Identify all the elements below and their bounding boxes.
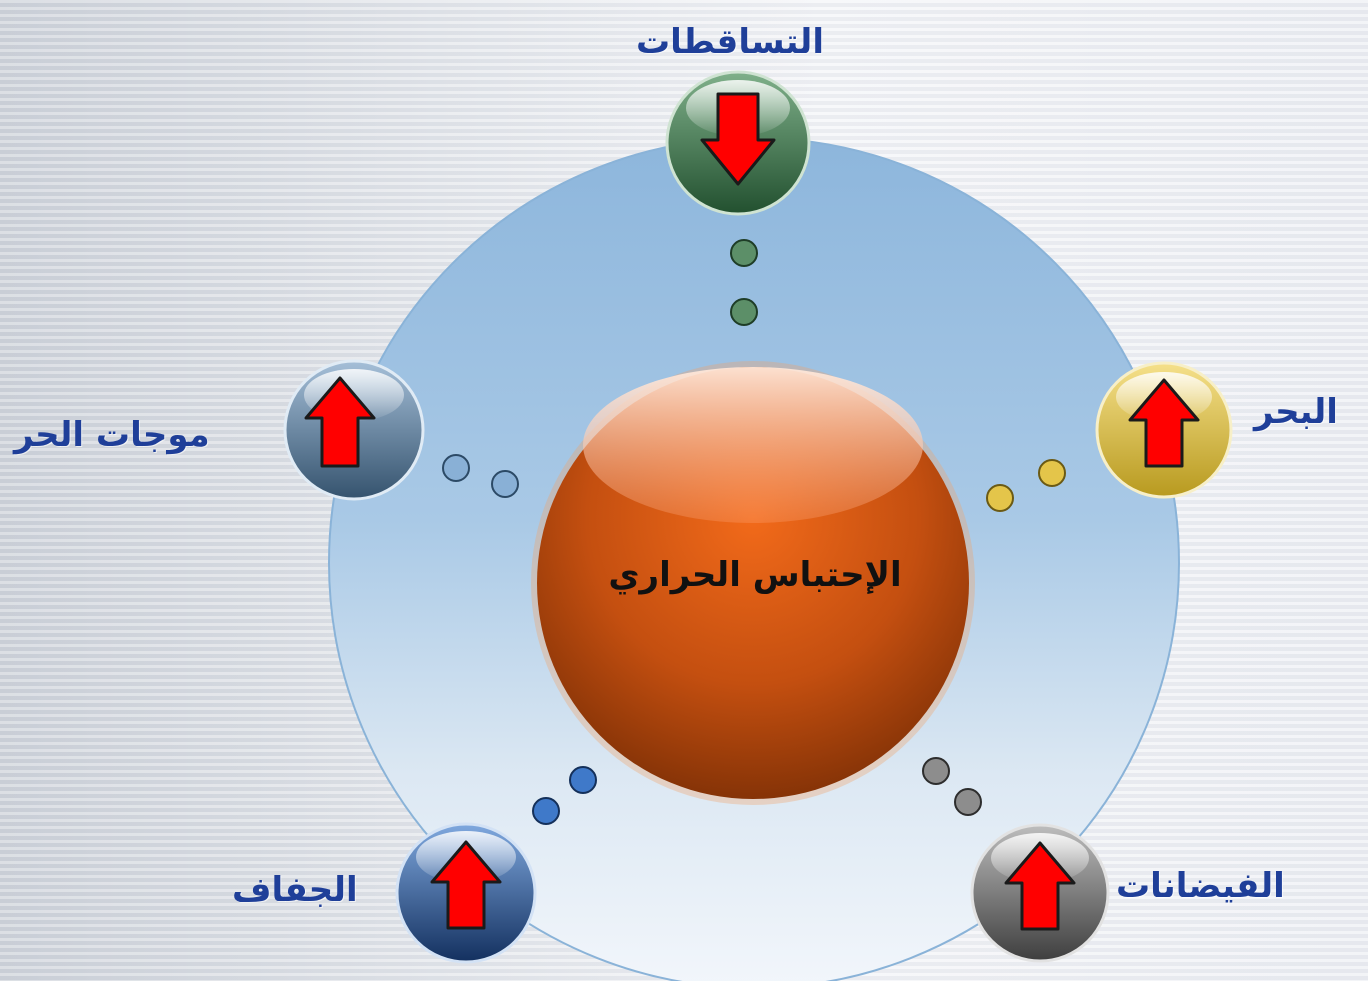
label-precipitation: التساقطات — [636, 22, 824, 62]
connector-dots-sea — [986, 459, 1066, 512]
label-drought: الجفاف — [232, 870, 358, 910]
arrow-up-icon — [430, 840, 502, 930]
label-heatwaves: موجات الحر — [14, 415, 210, 455]
arrow-up-icon — [304, 376, 376, 468]
label-sea: البحر — [1254, 392, 1338, 432]
connector-dots-precipitation — [730, 239, 758, 326]
label-floods: الفيضانات — [1116, 866, 1285, 906]
arrow-down-icon — [700, 92, 776, 186]
node-heatwaves[interactable] — [283, 359, 425, 501]
arrow-up-icon — [1128, 378, 1200, 468]
connector-dots-floods — [922, 757, 982, 816]
node-drought[interactable] — [395, 822, 537, 964]
connector-dots-heatwaves — [442, 454, 519, 498]
connector-dots-drought — [532, 766, 597, 825]
arrow-up-icon — [1004, 841, 1076, 931]
node-sea[interactable] — [1095, 361, 1233, 499]
core-label: الإحتباس الحراري — [608, 555, 902, 595]
node-floods[interactable] — [970, 823, 1110, 963]
node-precipitation[interactable] — [665, 70, 811, 216]
core-sphere — [531, 361, 975, 805]
